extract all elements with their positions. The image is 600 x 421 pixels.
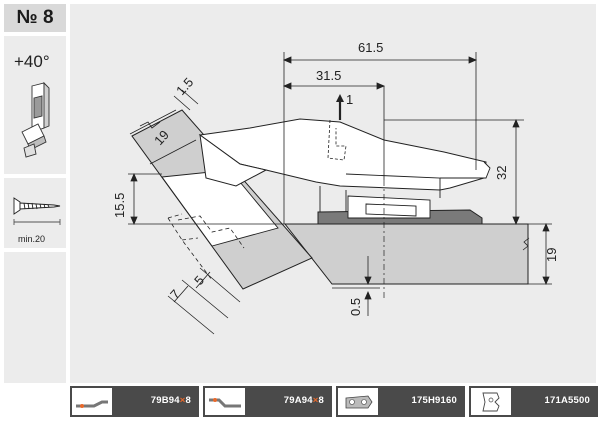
product-item-1[interactable]: 79B94×8 [70,386,199,417]
straight-arm-icon [72,388,112,415]
product-item-4[interactable]: 171A5500 [469,386,598,417]
sidebar-empty-panel [4,252,66,383]
screw-min-length-label: min.20 [18,234,46,244]
dim-61-5: 61.5 [358,40,383,55]
dim-19-right: 19 [544,248,559,262]
cabinet-panel [283,223,529,285]
dim-32: 32 [494,166,509,180]
hinge-arm [198,118,491,215]
product-code-2: 79A94×8 [283,395,324,406]
product-item-2[interactable]: 79A94×8 [203,386,332,417]
door-panel [131,109,313,290]
product-code-3: 175H9160 [411,395,457,406]
dim-15-5: 15.5 [112,193,127,218]
hinge-number-badge: № 8 [4,4,66,32]
hinge-dimension-drawing: 61.5 31.5 1 32 [112,40,559,335]
dim-1-5: 1.5 [173,75,196,98]
mounting-plate-icon [338,388,378,415]
sidebar: № 8 +40° [0,0,70,383]
dim-5: 5 [191,273,207,288]
opening-angle-panel: +40° [4,36,66,174]
hinge-cup-icon [471,388,511,415]
product-bar: 79B94×8 79A94×8 175H9160 171A5500 [70,386,598,417]
product-code-4: 171A5500 [544,395,590,406]
hinge-number-label: № 8 [16,7,54,28]
cranked-arm-icon [205,388,245,415]
product-item-3[interactable]: 175H9160 [336,386,465,417]
mounting-plate [317,195,483,225]
screw-icon [13,197,61,225]
screw-panel: min.20 [4,178,66,248]
dim-0-5: 0.5 [348,298,363,316]
dim-31-5: 31.5 [316,68,341,83]
technical-drawing-panel: 61.5 31.5 1 32 [70,4,596,383]
opening-angle-label: +40° [14,52,50,71]
hinge-side-view-icon [21,81,50,158]
dim-1: 1 [346,92,353,107]
product-code-1: 79B94×8 [150,395,191,406]
